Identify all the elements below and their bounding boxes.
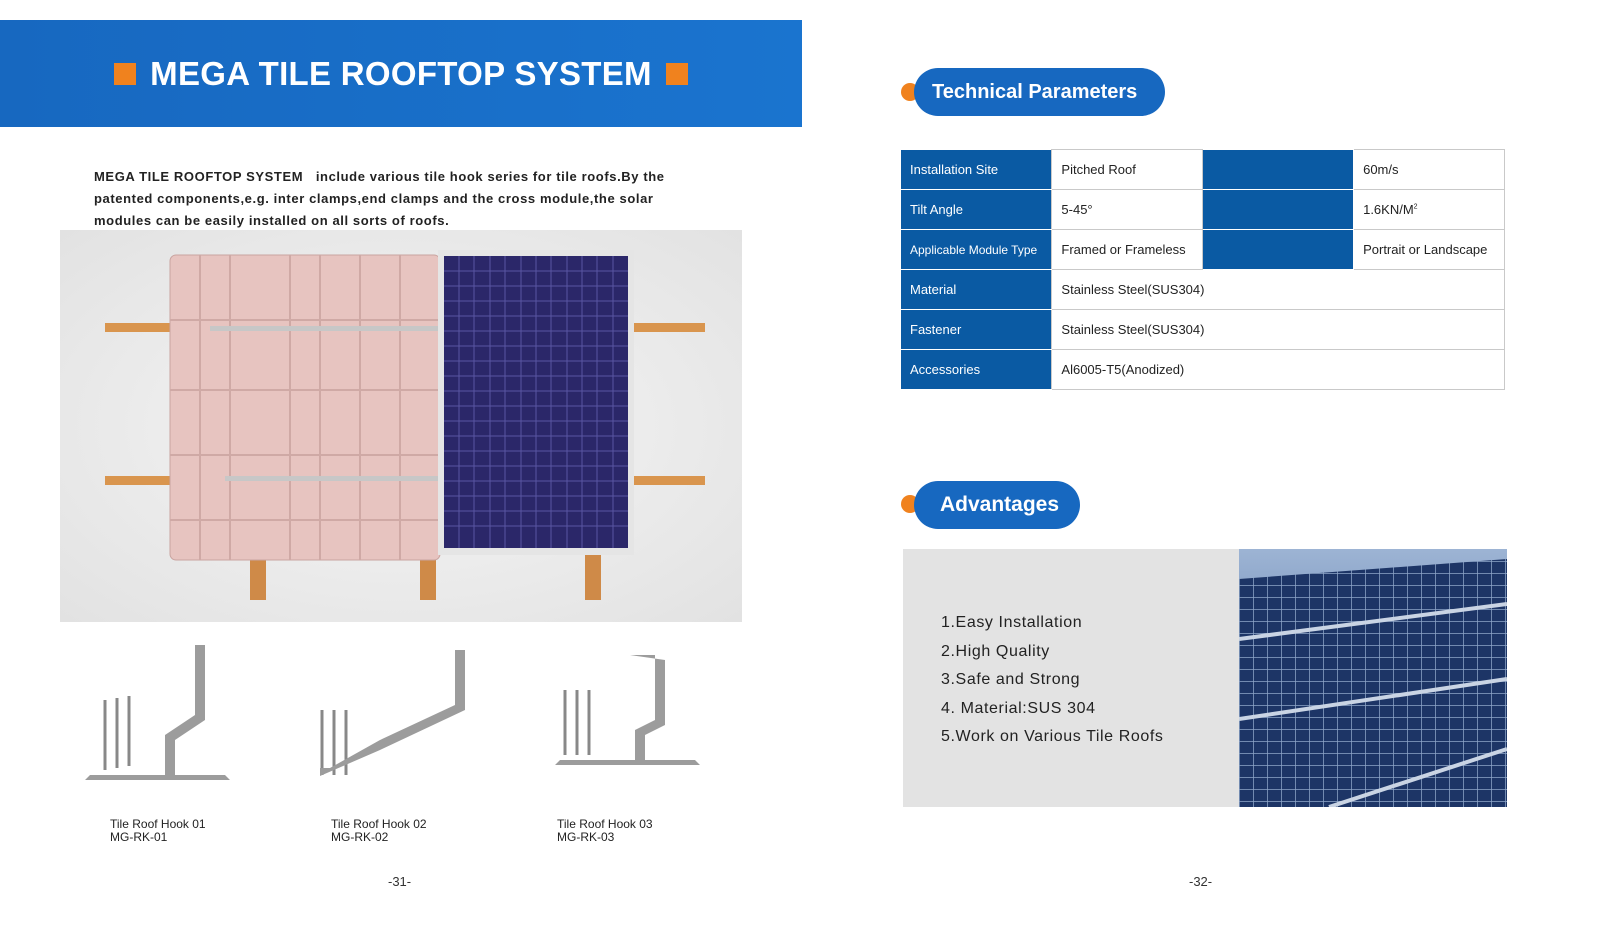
hook-image-03 bbox=[555, 650, 705, 795]
advantages-panel: 1.Easy Installation 2.High Quality 3.Saf… bbox=[903, 549, 1507, 807]
page-number-left: -31- bbox=[388, 874, 412, 889]
rooftop-illustration bbox=[60, 230, 742, 622]
advantages-heading: Advantages bbox=[914, 481, 1080, 529]
list-item: 3.Safe and Strong bbox=[941, 671, 1081, 688]
orange-square-icon bbox=[665, 62, 688, 85]
list-item: 4. Material:SUS 304 bbox=[941, 699, 1096, 717]
technical-parameters-heading: Technical Parameters bbox=[914, 68, 1165, 116]
title-banner: MEGA TILE ROOFTOP SYSTEM bbox=[0, 20, 802, 127]
description-text: include various tile hook series for til… bbox=[94, 169, 665, 228]
list-item: 1.Easy Installation bbox=[941, 614, 1083, 631]
solar-field-image bbox=[1239, 549, 1507, 807]
list-item: 2.High Quality bbox=[941, 642, 1050, 660]
description: MEGA TILE ROOFTOP SYSTEM include various… bbox=[94, 166, 694, 232]
rooftop-image bbox=[105, 250, 705, 600]
list-item: 5.Work on Various Tile Roofs bbox=[941, 728, 1164, 745]
page-title: MEGA TILE ROOFTOP SYSTEM bbox=[150, 54, 652, 92]
hook-image-02 bbox=[310, 650, 480, 795]
orange-square-icon bbox=[114, 62, 137, 85]
advantages-list: 1.Easy Installation 2.High Quality 3.Saf… bbox=[941, 609, 1164, 752]
description-bold: MEGA TILE ROOFTOP SYSTEM bbox=[94, 169, 304, 184]
hook-image-01 bbox=[85, 640, 235, 795]
page-number-right: -32- bbox=[1189, 874, 1213, 889]
